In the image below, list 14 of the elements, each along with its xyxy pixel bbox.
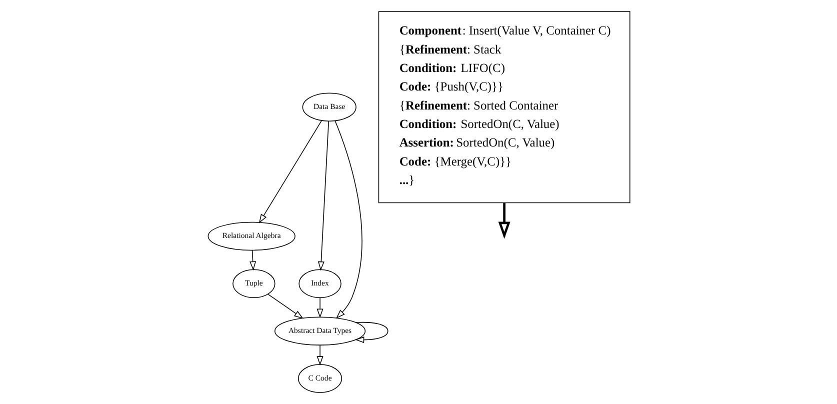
node-ellipse: Relational Algebra — [207, 222, 295, 251]
node-ellipse: Data Base — [302, 92, 356, 122]
node-ellipse: Index — [298, 269, 341, 298]
arrow — [258, 120, 322, 224]
arrow — [249, 250, 256, 271]
node-ellipse: Tuple — [232, 269, 275, 298]
arrow — [316, 297, 323, 318]
node-box: Component: Insert(Value V, Container C) {Refinement: Stack Condition: LIFO(C) Code: {Push(V,C)}} {Refinement: Sorted Container Condition: SortedOn(C, Value) Assertion: SortedOn(C, Value) Code: {Merge(V,C)}} ...} — [378, 11, 630, 204]
node-ellipse: C Code — [297, 364, 342, 393]
arrow — [267, 294, 303, 319]
arrow — [354, 322, 388, 344]
arrow — [317, 120, 329, 271]
arrow — [316, 344, 323, 366]
arrow — [334, 120, 362, 319]
